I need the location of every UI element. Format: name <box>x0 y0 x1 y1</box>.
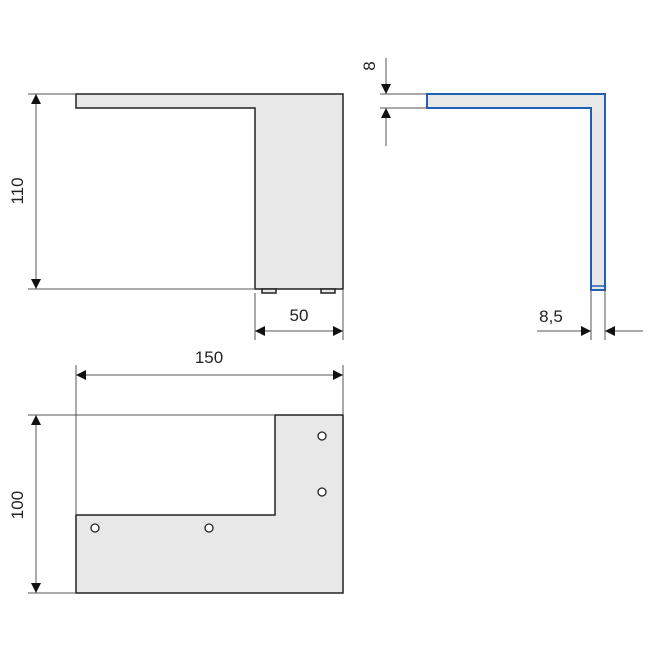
height-label: 110 <box>8 177 27 204</box>
mounting-hole <box>317 431 327 441</box>
profile-part <box>426 93 606 291</box>
foot <box>261 288 277 294</box>
mounting-hole <box>317 487 327 497</box>
width-label: 150 <box>195 348 223 367</box>
thickness-label: 8 <box>360 61 379 70</box>
depth-label: 100 <box>8 491 27 519</box>
foot <box>320 288 336 294</box>
top-view-part <box>75 414 344 594</box>
mounting-hole <box>90 523 100 533</box>
mounting-hole <box>204 523 214 533</box>
side-view-part <box>75 93 344 290</box>
profile-view: 8 8,5 <box>360 58 643 340</box>
top-view: 150 100 <box>8 348 344 594</box>
wall-label: 8,5 <box>539 307 563 326</box>
side-view: 110 50 <box>8 93 344 340</box>
foot-width-label: 50 <box>290 306 309 325</box>
